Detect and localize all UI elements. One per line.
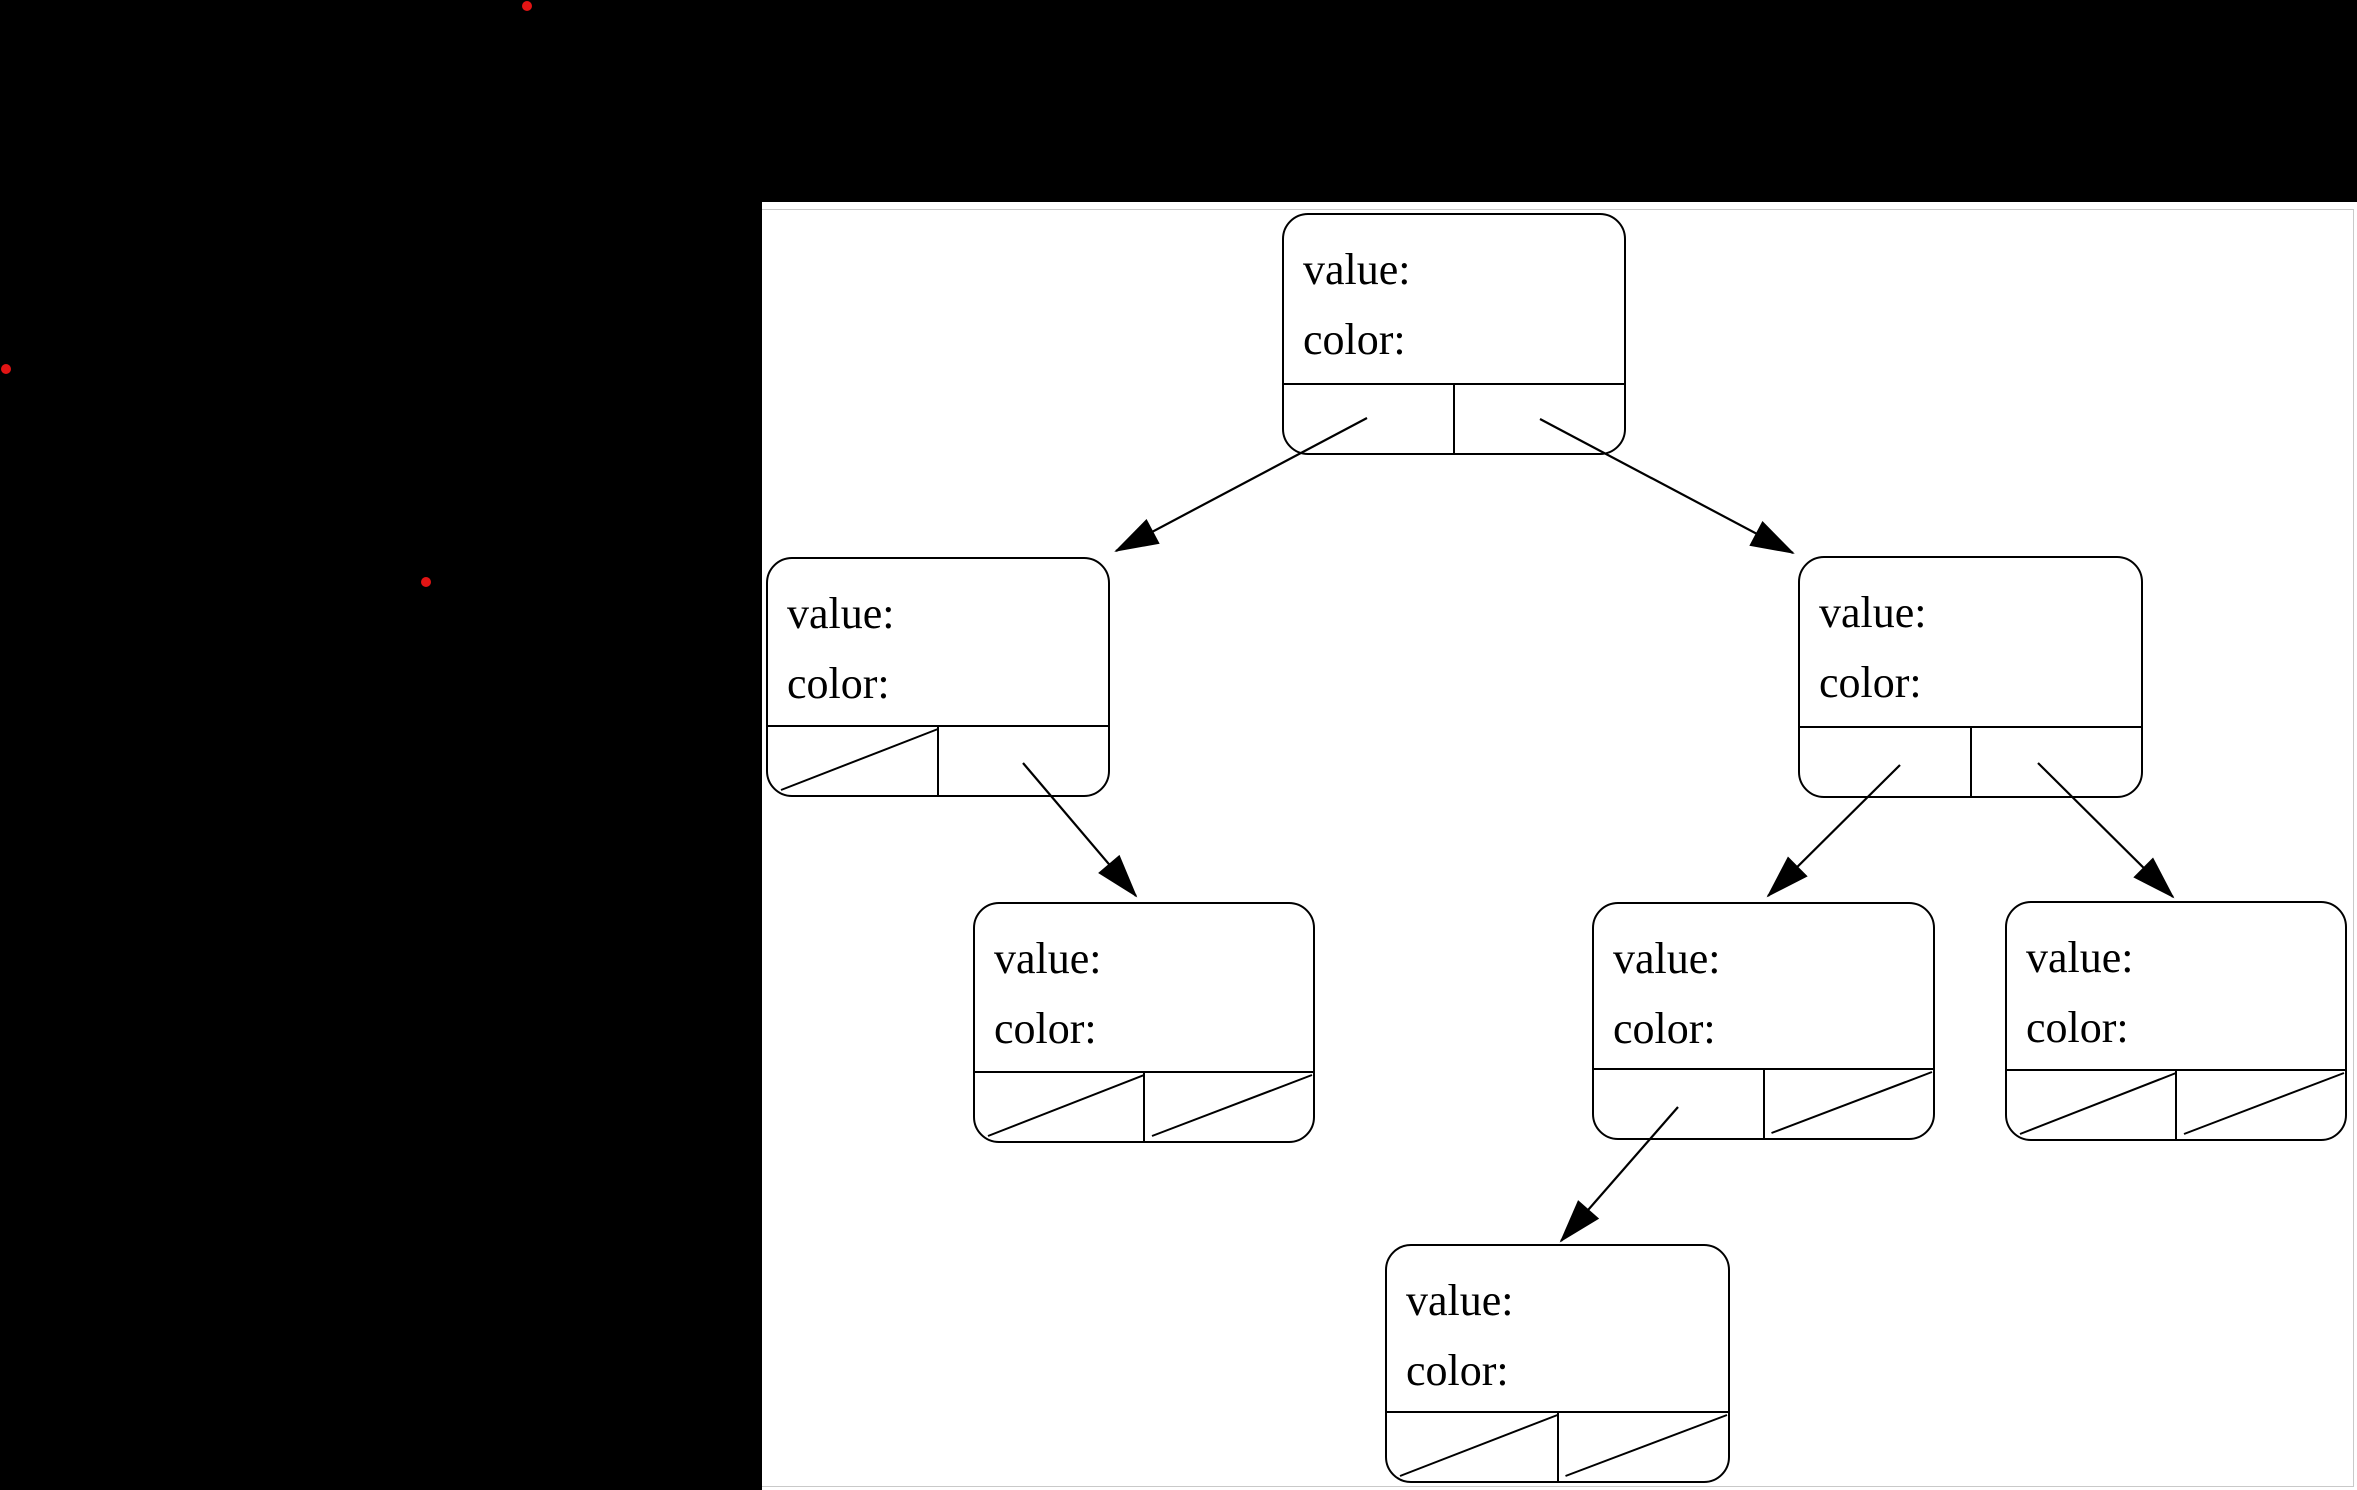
left-pointer-cell	[1387, 1413, 1559, 1481]
node-value-label: value:	[1303, 245, 1411, 294]
node-pointer-row	[768, 725, 1108, 795]
tree-node-right-right-grandchild: value: color:	[2005, 901, 2347, 1141]
node-fields: value: color:	[1284, 215, 1624, 383]
node-value-label: value:	[994, 934, 1102, 983]
left-pointer-cell	[1284, 385, 1455, 453]
node-fields: value: color:	[768, 559, 1108, 725]
right-pointer-cell	[1972, 728, 2142, 796]
node-value-label: value:	[1819, 588, 1927, 637]
node-color-label: color:	[994, 1004, 1097, 1053]
right-pointer-cell	[1145, 1073, 1313, 1141]
tree-node-left-child: value: color:	[766, 557, 1110, 797]
left-pointer-cell	[1800, 728, 1972, 796]
node-color-label: color:	[1406, 1346, 1509, 1395]
red-dot	[421, 577, 431, 587]
left-pointer-cell	[2007, 1071, 2177, 1139]
tree-node-right-child: value: color:	[1798, 556, 2143, 798]
panel-frame	[762, 209, 2354, 1487]
red-dot	[1, 364, 11, 374]
node-pointer-row	[1594, 1068, 1933, 1138]
right-pointer-cell	[1455, 385, 1624, 453]
node-value-label: value:	[1406, 1276, 1514, 1325]
node-pointer-row	[1387, 1411, 1728, 1481]
right-pointer-cell	[939, 727, 1108, 795]
tree-node-left-right-grandchild: value: color:	[973, 902, 1315, 1143]
left-pointer-cell	[768, 727, 939, 795]
node-color-label: color:	[1819, 658, 1922, 707]
node-fields: value: color:	[2007, 903, 2345, 1069]
left-pointer-cell	[975, 1073, 1145, 1141]
node-color-label: color:	[2026, 1003, 2129, 1052]
right-pointer-cell	[1559, 1413, 1729, 1481]
node-color-label: color:	[787, 659, 890, 708]
left-pointer-cell	[1594, 1070, 1765, 1138]
red-dot	[522, 1, 532, 11]
node-color-label: color:	[1613, 1004, 1716, 1053]
node-fields: value: color:	[1387, 1246, 1728, 1411]
tree-node-great-grandchild: value: color:	[1385, 1244, 1730, 1483]
node-pointer-row	[975, 1071, 1313, 1141]
tree-node-right-left-grandchild: value: color:	[1592, 902, 1935, 1140]
node-fields: value: color:	[1800, 558, 2141, 726]
right-pointer-cell	[1765, 1070, 1934, 1138]
node-fields: value: color:	[975, 904, 1313, 1071]
node-pointer-row	[2007, 1069, 2345, 1139]
tree-node-root: value: color:	[1282, 213, 1626, 455]
node-value-label: value:	[2026, 933, 2134, 982]
right-pointer-cell	[2177, 1071, 2345, 1139]
node-fields: value: color:	[1594, 904, 1933, 1068]
node-pointer-row	[1284, 383, 1624, 453]
node-value-label: value:	[1613, 934, 1721, 983]
node-color-label: color:	[1303, 315, 1406, 364]
node-value-label: value:	[787, 589, 895, 638]
node-pointer-row	[1800, 726, 2141, 796]
